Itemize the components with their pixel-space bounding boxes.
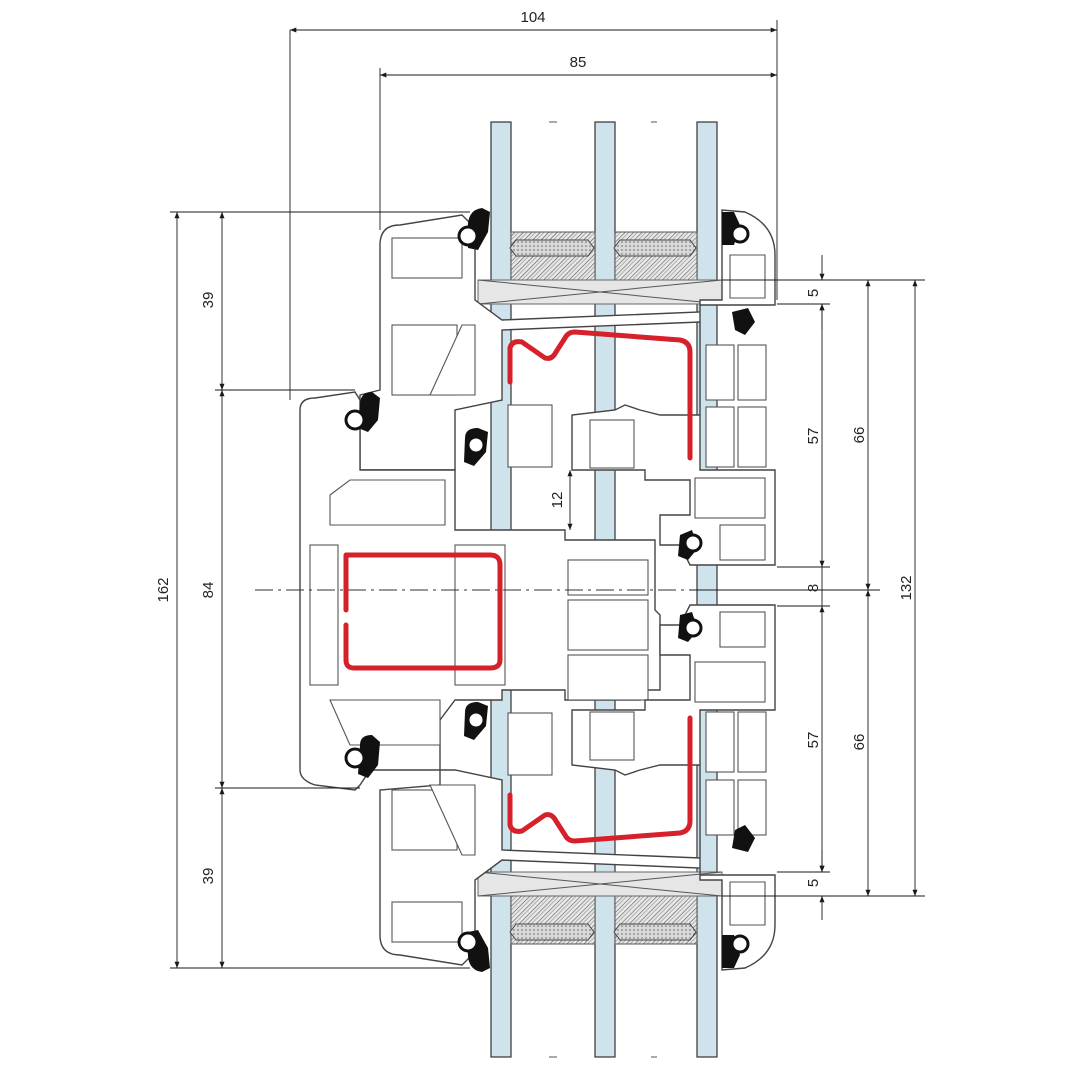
dim-mullion-height: 84 xyxy=(200,582,217,599)
reinforcement-lower-sash xyxy=(507,715,693,844)
steel-reinforcements xyxy=(343,329,693,844)
mullion-profile xyxy=(299,391,661,791)
bottom-spacers xyxy=(477,871,723,945)
dim-overall-width: 104 xyxy=(520,9,545,26)
dim-overall-132: 132 xyxy=(898,575,915,600)
upper-sash-profile xyxy=(359,209,776,566)
dim-center-gap: 8 xyxy=(805,584,822,592)
dim-total-height: 162 xyxy=(155,577,172,602)
dim-frame-width: 85 xyxy=(570,54,587,71)
lower-sash-profile xyxy=(379,604,776,971)
dim-sash-bottom-66: 66 xyxy=(851,734,868,751)
dim-sash-bottom-57: 57 xyxy=(805,732,822,749)
dim-sash-top-57: 57 xyxy=(805,428,822,445)
reinforcement-mullion xyxy=(343,552,503,671)
dim-sash-top-66: 66 xyxy=(851,427,868,444)
dim-top-frame-height: 39 xyxy=(200,292,217,309)
top-spacers xyxy=(477,231,723,305)
dim-bottom-frame-height: 39 xyxy=(200,868,217,885)
gaskets xyxy=(344,208,755,972)
dimension-labels: 104 85 162 39 84 39 12 5 57 8 57 5 66 66… xyxy=(155,9,915,887)
dimension-lines xyxy=(170,20,925,969)
dim-sash-gap: 12 xyxy=(549,492,566,509)
dim-glazing-top: 5 xyxy=(805,289,822,297)
glass-pane-inner xyxy=(696,121,718,1058)
reinforcement-upper-sash xyxy=(507,329,693,461)
dim-glazing-bottom: 5 xyxy=(805,879,822,887)
